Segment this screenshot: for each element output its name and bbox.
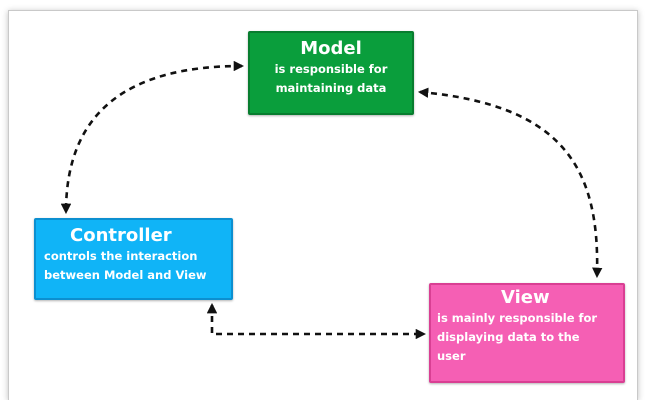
view-description-line: displaying data to the — [437, 330, 580, 344]
model-title: Model — [300, 38, 362, 59]
view-box: View is mainly responsible for displayin… — [429, 283, 625, 383]
model-description-line: is responsible for — [274, 62, 388, 76]
connector-model-controller — [60, 60, 245, 215]
view-description-line: is mainly responsible for — [437, 311, 598, 325]
controller-title: Controller — [70, 225, 172, 246]
controller-description-line: between Model and View — [44, 268, 207, 282]
view-title: View — [501, 287, 550, 308]
connector-model-view — [417, 87, 603, 279]
view-description-line: user — [437, 349, 466, 363]
controller-box: Controller controls the interaction betw… — [34, 218, 233, 300]
connector-controller-view — [206, 302, 427, 340]
model-description-line: maintaining data — [275, 81, 387, 95]
model-box: Model is responsible for maintaining dat… — [248, 31, 414, 115]
controller-description-line: controls the interaction — [44, 249, 198, 263]
